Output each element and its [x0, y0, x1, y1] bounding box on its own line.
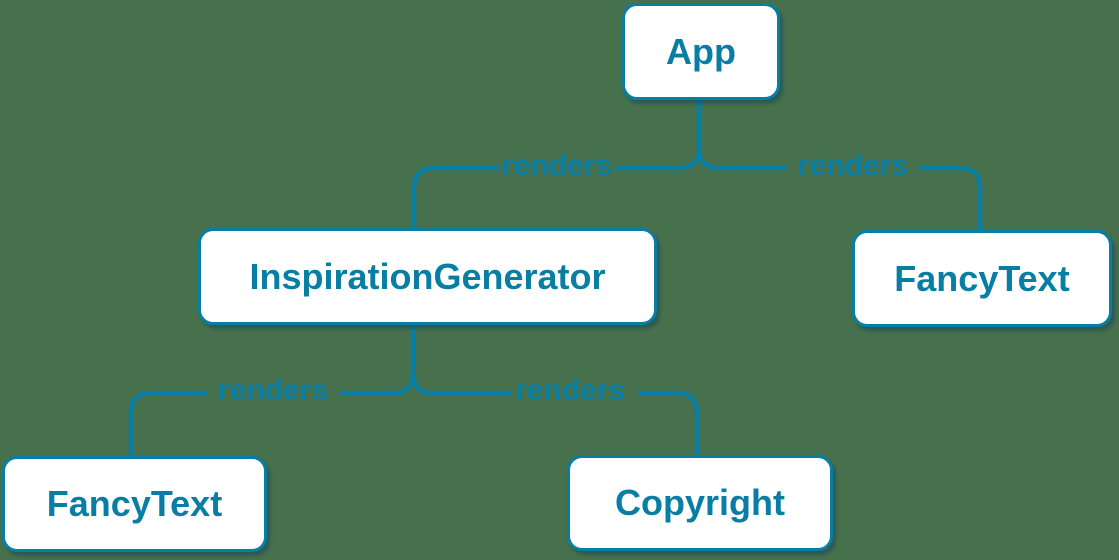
- edge-inspirationgenerator-to-copyright: [410, 325, 700, 458]
- node-copyright: Copyright: [567, 455, 833, 551]
- node-copyright-label: Copyright: [615, 482, 785, 523]
- edge-label-renders-app-inspirationgenerator: renders: [501, 149, 613, 182]
- edge-label-renders-inspirationgenerator-fancytext: renders: [217, 374, 329, 407]
- node-inspiration-generator: InspirationGenerator: [198, 228, 657, 325]
- edge-label-renders-app-fancytext: renders: [797, 149, 909, 182]
- node-app: App: [622, 3, 780, 100]
- edge-app-to-fancytext: [696, 97, 983, 233]
- node-fancy-text-top-label: FancyText: [894, 257, 1070, 299]
- node-fancy-text-bottom: FancyText: [2, 456, 267, 552]
- edge-label-renders-inspirationgenerator-copyright: renders: [514, 374, 626, 407]
- node-fancy-text-bottom-label: FancyText: [46, 483, 223, 524]
- node-app-label: App: [666, 30, 736, 72]
- node-fancy-text-top: FancyText: [852, 230, 1112, 327]
- node-inspiration-generator-label: InspirationGenerator: [249, 255, 606, 297]
